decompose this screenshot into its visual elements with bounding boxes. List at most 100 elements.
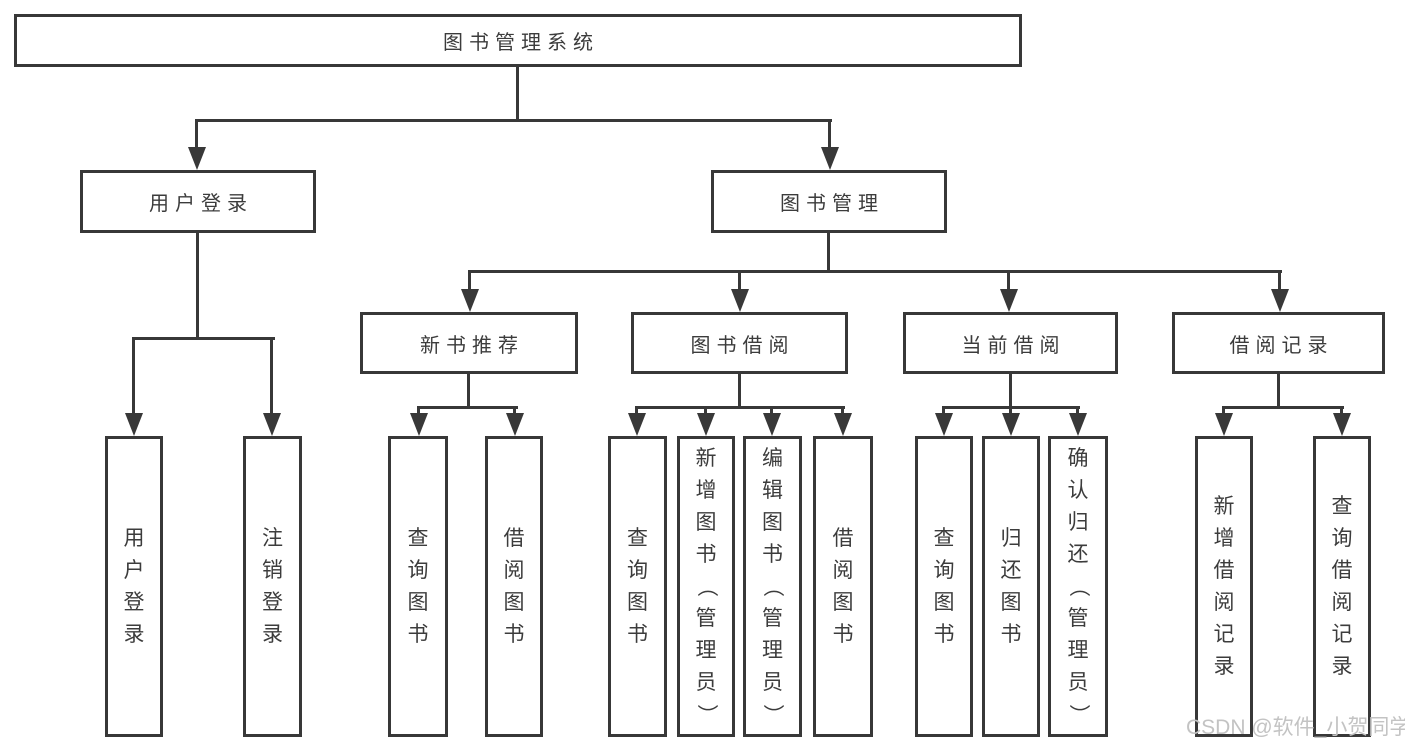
leaf-label-char: 图 <box>762 511 783 534</box>
connector-line <box>942 406 945 417</box>
leaf-borrow-books-borrowing: 借阅图书 <box>813 436 873 737</box>
connector-line <box>417 406 518 409</box>
leaf-label-char: 询 <box>627 559 648 582</box>
leaf-label-char: 确 <box>1067 447 1089 470</box>
leaf-label-char: 阅 <box>1331 591 1353 614</box>
connector-line <box>195 119 198 152</box>
leaf-label-char: 录 <box>123 623 145 646</box>
node-label: 图书管理 <box>780 193 884 215</box>
leaf-label: 编辑图书（管理员） <box>746 439 799 734</box>
arrow-down-icon <box>763 413 781 436</box>
leaf-label-char: 书 <box>832 623 854 646</box>
connector-line <box>828 119 831 152</box>
leaf-label-char: 图 <box>503 591 525 614</box>
leaf-add-borrow-record: 新增借阅记录 <box>1195 436 1253 737</box>
node-label: 图书管理系统 <box>443 32 599 54</box>
leaf-label-char: 员 <box>1067 671 1089 694</box>
arrow-down-icon <box>1069 413 1087 436</box>
arrow-down-icon <box>188 147 206 170</box>
arrow-down-icon <box>1333 413 1351 436</box>
connector-line <box>468 270 471 292</box>
node-book-management: 图书管理 <box>711 170 947 233</box>
connector-line <box>738 270 741 292</box>
leaf-label-char: 登 <box>262 591 283 614</box>
leaf-label-char: 查 <box>1331 495 1353 518</box>
leaf-label-char: 询 <box>1331 527 1353 550</box>
connector-line <box>1076 406 1079 417</box>
node-label: 借阅记录 <box>1229 334 1334 357</box>
leaf-label-char: 书 <box>762 543 783 566</box>
leaf-label-char: 书 <box>627 623 648 646</box>
connector-line <box>270 337 273 417</box>
arrow-down-icon <box>461 289 479 312</box>
leaf-label-char: 书 <box>695 543 717 566</box>
arrow-down-icon <box>1000 289 1018 312</box>
leaf-label-char: 图 <box>832 591 854 614</box>
leaf-label-char: 查 <box>407 527 429 550</box>
connector-line <box>1009 406 1012 417</box>
leaf-label-char: 新 <box>695 447 717 470</box>
connector-line <box>738 374 741 408</box>
arrow-down-icon <box>506 413 524 436</box>
leaf-label-char: 归 <box>1000 527 1022 550</box>
arrow-down-icon <box>628 413 646 436</box>
leaf-label-char: ） <box>761 704 784 725</box>
node-book-borrowing: 图书借阅 <box>631 312 848 374</box>
leaf-label-char: 管 <box>762 607 783 630</box>
leaf-label-char: 借 <box>1213 559 1235 582</box>
leaf-return-books: 归还图书 <box>982 436 1040 737</box>
leaf-label-char: 记 <box>1331 623 1353 646</box>
node-label: 用户登录 <box>149 193 253 215</box>
leaf-label-char: （ <box>1066 576 1090 597</box>
leaf-label-char: （ <box>694 576 718 597</box>
leaf-label-char: 销 <box>262 559 283 582</box>
connector-line <box>132 337 135 417</box>
node-borrowing-records: 借阅记录 <box>1172 312 1385 374</box>
leaf-add-books-admin: 新增图书（管理员） <box>677 436 735 737</box>
leaf-label-char: 增 <box>1213 527 1235 550</box>
leaf-label-char: 辑 <box>762 479 783 502</box>
leaf-label: 借阅图书 <box>488 439 540 734</box>
leaf-label-char: 用 <box>123 527 145 550</box>
connector-line <box>635 406 845 409</box>
leaf-label-char: 阅 <box>832 559 854 582</box>
arrow-down-icon <box>1002 413 1020 436</box>
leaf-label: 注销登录 <box>246 439 299 734</box>
connector-line <box>467 374 470 408</box>
arrow-down-icon <box>935 413 953 436</box>
connector-line <box>468 270 1282 273</box>
leaf-label-char: 还 <box>1000 559 1022 582</box>
leaf-label-char: 借 <box>832 527 854 550</box>
leaf-label-char: 员 <box>762 671 783 694</box>
connector-line <box>827 233 830 273</box>
leaf-edit-books-admin: 编辑图书（管理员） <box>743 436 802 737</box>
leaf-label-char: 理 <box>695 639 717 662</box>
leaf-label-char: 新 <box>1213 495 1235 518</box>
leaf-label: 用户登录 <box>108 439 160 734</box>
connector-line <box>770 406 773 417</box>
node-new-book-recommendation: 新书推荐 <box>360 312 578 374</box>
arrow-down-icon <box>1271 289 1289 312</box>
leaf-label-char: ） <box>694 704 718 725</box>
leaf-label-char: 询 <box>933 559 955 582</box>
leaf-label: 查询图书 <box>918 439 970 734</box>
connector-line <box>196 233 199 339</box>
leaf-confirm-return-admin: 确认归还（管理员） <box>1048 436 1108 737</box>
leaf-label-char: 户 <box>123 559 145 582</box>
leaf-label-char: 录 <box>1331 655 1353 678</box>
leaf-label-char: 注 <box>262 527 283 550</box>
leaf-label-char: 书 <box>933 623 955 646</box>
arrow-down-icon <box>1215 413 1233 436</box>
connector-line <box>1222 406 1344 409</box>
leaf-label-char: 理 <box>1067 639 1089 662</box>
leaf-label-char: 书 <box>407 623 429 646</box>
connector-line <box>132 337 275 340</box>
leaf-label-char: 借 <box>503 527 525 550</box>
leaf-label-char: 询 <box>407 559 429 582</box>
connector-line <box>1009 374 1012 408</box>
leaf-label-char: 登 <box>123 591 145 614</box>
leaf-label-char: 还 <box>1067 543 1089 566</box>
leaf-logout: 注销登录 <box>243 436 302 737</box>
leaf-label-char: 编 <box>762 447 783 470</box>
